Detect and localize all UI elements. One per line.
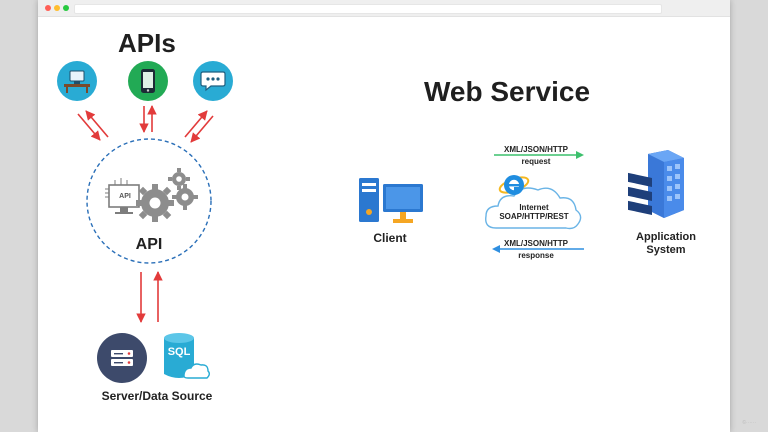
internet-explorer-icon — [498, 175, 530, 195]
close-window-icon[interactable] — [45, 5, 51, 11]
client-label: Client — [373, 231, 407, 245]
sql-database-icon — [164, 333, 210, 379]
sql-text: SQL — [167, 346, 191, 358]
chat-bubble-icon — [193, 61, 233, 101]
api-label: API — [135, 236, 163, 253]
response-arrow — [492, 245, 584, 253]
request-protocol: XML/JSON/HTTP — [503, 145, 568, 154]
api-dashed-circle — [86, 138, 212, 264]
arrow-api-to-chat — [184, 110, 208, 138]
maximize-window-icon[interactable] — [63, 5, 69, 11]
arrow-laptop-to-api — [77, 113, 101, 141]
api-screen-text: API — [119, 193, 131, 200]
internet-protocols: SOAP/HTTP/REST — [499, 212, 569, 221]
arrow-api-to-laptop — [85, 110, 109, 138]
smartphone-icon — [128, 61, 168, 101]
address-bar[interactable] — [74, 4, 662, 14]
internet-label: Internet — [519, 203, 549, 212]
response-protocol: XML/JSON/HTTP — [503, 239, 568, 248]
internet-cloud — [485, 187, 582, 230]
server-icon — [97, 333, 147, 383]
response-label: response — [518, 251, 554, 260]
request-label: request — [521, 157, 551, 166]
web-service-title: Web Service — [424, 76, 591, 107]
application-label-line1: Application — [636, 231, 696, 243]
application-server-icon — [628, 150, 684, 218]
gears-icon — [105, 168, 198, 222]
title-bar — [38, 0, 730, 17]
watermark: ©······ — [742, 420, 756, 426]
application-label-line2: System — [646, 244, 686, 256]
server-label: Server/Data Source — [101, 389, 213, 403]
minimize-window-icon[interactable] — [54, 5, 60, 11]
arrow-chat-to-api — [190, 115, 214, 143]
laptop-desk-icon — [57, 61, 97, 101]
request-arrow — [494, 151, 584, 159]
apis-title: APIs — [118, 28, 176, 58]
client-computer-icon — [359, 178, 423, 223]
